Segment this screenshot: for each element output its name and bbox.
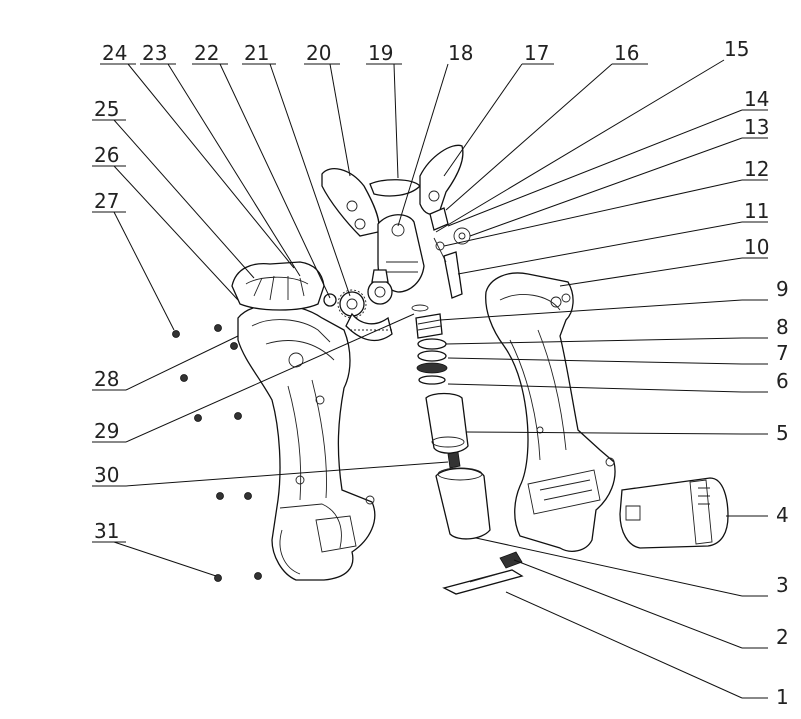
callout-17: 17 <box>524 41 549 65</box>
screws <box>172 324 262 582</box>
moving-blade <box>419 144 464 215</box>
callout-1: 1 <box>776 685 789 709</box>
callout-7: 7 <box>776 341 789 365</box>
callout-19: 19 <box>368 41 393 65</box>
callout-30: 30 <box>94 463 119 487</box>
gear-small <box>323 293 337 307</box>
right-housing-half <box>485 272 616 552</box>
callout-2: 2 <box>776 625 789 649</box>
callout-9: 9 <box>776 277 789 301</box>
battery-cylinder <box>435 467 491 540</box>
callout-3: 3 <box>776 573 789 597</box>
callout-21: 21 <box>244 41 269 65</box>
blade-hardware <box>429 207 471 299</box>
callout-29: 29 <box>94 419 119 443</box>
head-casing <box>231 261 325 311</box>
switch-part <box>499 551 523 569</box>
leader-lines <box>92 59 768 699</box>
callout-20: 20 <box>306 41 331 65</box>
blade-guard <box>369 179 421 197</box>
callout-6: 6 <box>776 369 789 393</box>
fixed-blade <box>321 168 380 237</box>
battery-pack <box>619 477 729 549</box>
battery-adapter-spring <box>447 451 461 469</box>
callout-11: 11 <box>744 199 769 223</box>
callout-15: 15 <box>724 37 749 61</box>
callout-14: 14 <box>744 87 769 111</box>
sector-gear <box>345 312 393 342</box>
callout-18: 18 <box>448 41 473 65</box>
callout-labels: 24 23 22 21 20 19 18 17 16 15 14 13 12 1… <box>94 37 789 709</box>
callout-26: 26 <box>94 143 119 167</box>
callout-8: 8 <box>776 315 789 339</box>
drive-column <box>411 304 469 454</box>
callout-4: 4 <box>776 503 789 527</box>
callout-22: 22 <box>194 41 219 65</box>
callout-16: 16 <box>614 41 639 65</box>
cover-plate <box>442 569 524 595</box>
callout-28: 28 <box>94 367 119 391</box>
callout-13: 13 <box>744 115 769 139</box>
callout-25: 25 <box>94 97 119 121</box>
blade-pivot <box>367 269 393 305</box>
callout-10: 10 <box>744 235 769 259</box>
callout-23: 23 <box>142 41 167 65</box>
left-housing-half <box>237 303 376 581</box>
gear-large <box>337 289 367 319</box>
callout-31: 31 <box>94 519 119 543</box>
callout-5: 5 <box>776 421 789 445</box>
callout-27: 27 <box>94 189 119 213</box>
callout-24: 24 <box>102 41 127 65</box>
callout-12: 12 <box>744 157 769 181</box>
